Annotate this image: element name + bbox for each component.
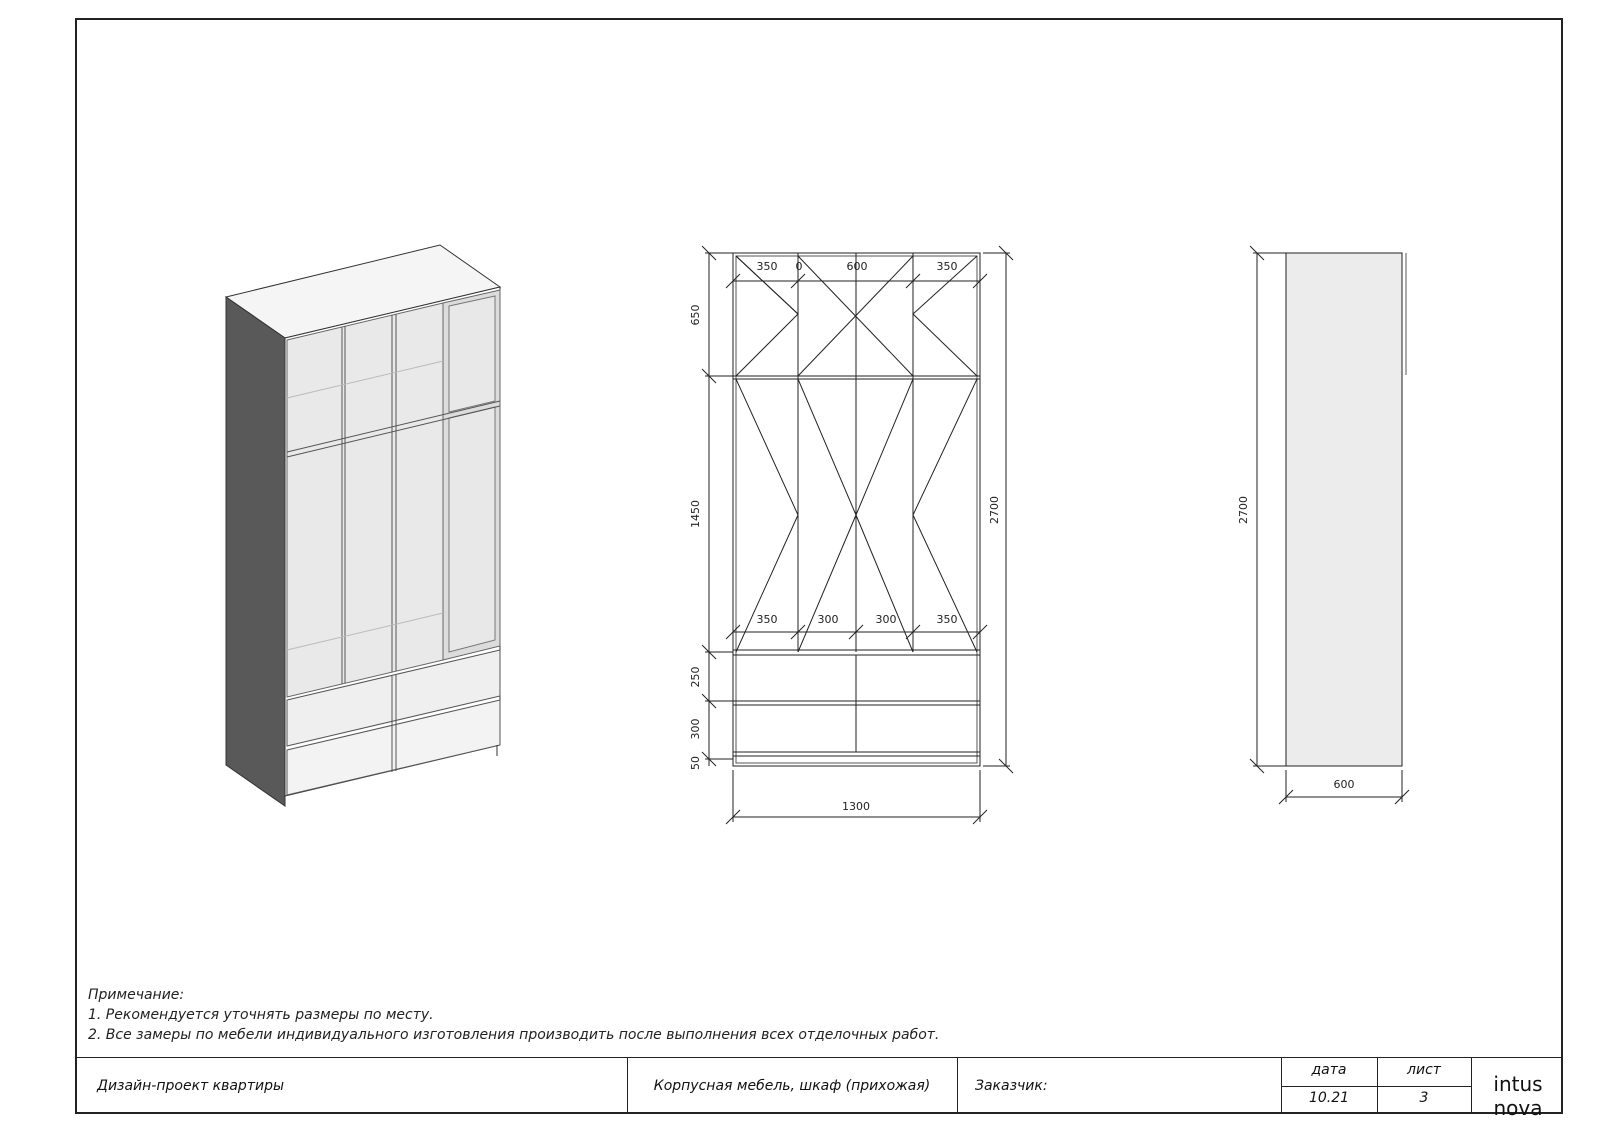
dim-side-height: 2700: [1237, 496, 1250, 524]
notes-title: Примечание:: [88, 987, 185, 1003]
sheet-value: 3: [1419, 1090, 1429, 1106]
date-value: 10.21: [1308, 1090, 1350, 1106]
customer-label: Заказчик:: [975, 1077, 1048, 1094]
dim-total-width: 1300: [842, 800, 870, 813]
dim-height-4: 300: [689, 719, 702, 740]
tb-divider: [1471, 1058, 1472, 1113]
date-label: дата: [1311, 1062, 1347, 1078]
dim-side-depth: 600: [1334, 778, 1355, 791]
dim-top-width-2: 0: [796, 260, 803, 273]
sheet-frame: [75, 18, 1563, 1114]
sheet-label: лист: [1407, 1062, 1441, 1078]
dim-height-3: 250: [689, 667, 702, 688]
tb-divider: [1281, 1058, 1282, 1113]
dim-height-5: 50: [689, 756, 702, 770]
brand-logo: intus nova: [1493, 1072, 1543, 1120]
tb-divider: [957, 1058, 958, 1113]
front-elevation: [701, 245, 1014, 825]
project-title: Дизайн-проект квартиры: [97, 1077, 285, 1094]
dim-bottom-width-3: 300: [876, 613, 897, 626]
title-block: Дизайн-проект квартиры Корпусная мебель,…: [77, 1057, 1561, 1120]
dim-top-width-3: 600: [847, 260, 868, 273]
note-item-1: 1. Рекомендуется уточнять размеры по мес…: [88, 1007, 434, 1023]
note-item-2: 2. Все замеры по мебели индивидуального …: [88, 1027, 940, 1043]
isometric-wardrobe: [224, 244, 502, 807]
dim-bottom-width-1: 350: [757, 613, 778, 626]
dim-height-2: 1450: [689, 500, 702, 528]
dim-top-width-1: 350: [757, 260, 778, 273]
side-elevation: [1249, 245, 1410, 805]
tb-row-divider: [1281, 1086, 1471, 1087]
dim-height-1: 650: [689, 305, 702, 326]
tb-divider: [1377, 1058, 1378, 1113]
dim-total-height: 2700: [988, 496, 1001, 524]
tb-divider: [627, 1058, 628, 1113]
dim-bottom-width-4: 350: [937, 613, 958, 626]
subject-title: Корпусная мебель, шкаф (прихожая): [653, 1077, 931, 1094]
dim-top-width-4: 350: [937, 260, 958, 273]
dim-bottom-width-2: 300: [818, 613, 839, 626]
notes: Примечание: 1. Рекомендуется уточнять ра…: [88, 985, 939, 1045]
